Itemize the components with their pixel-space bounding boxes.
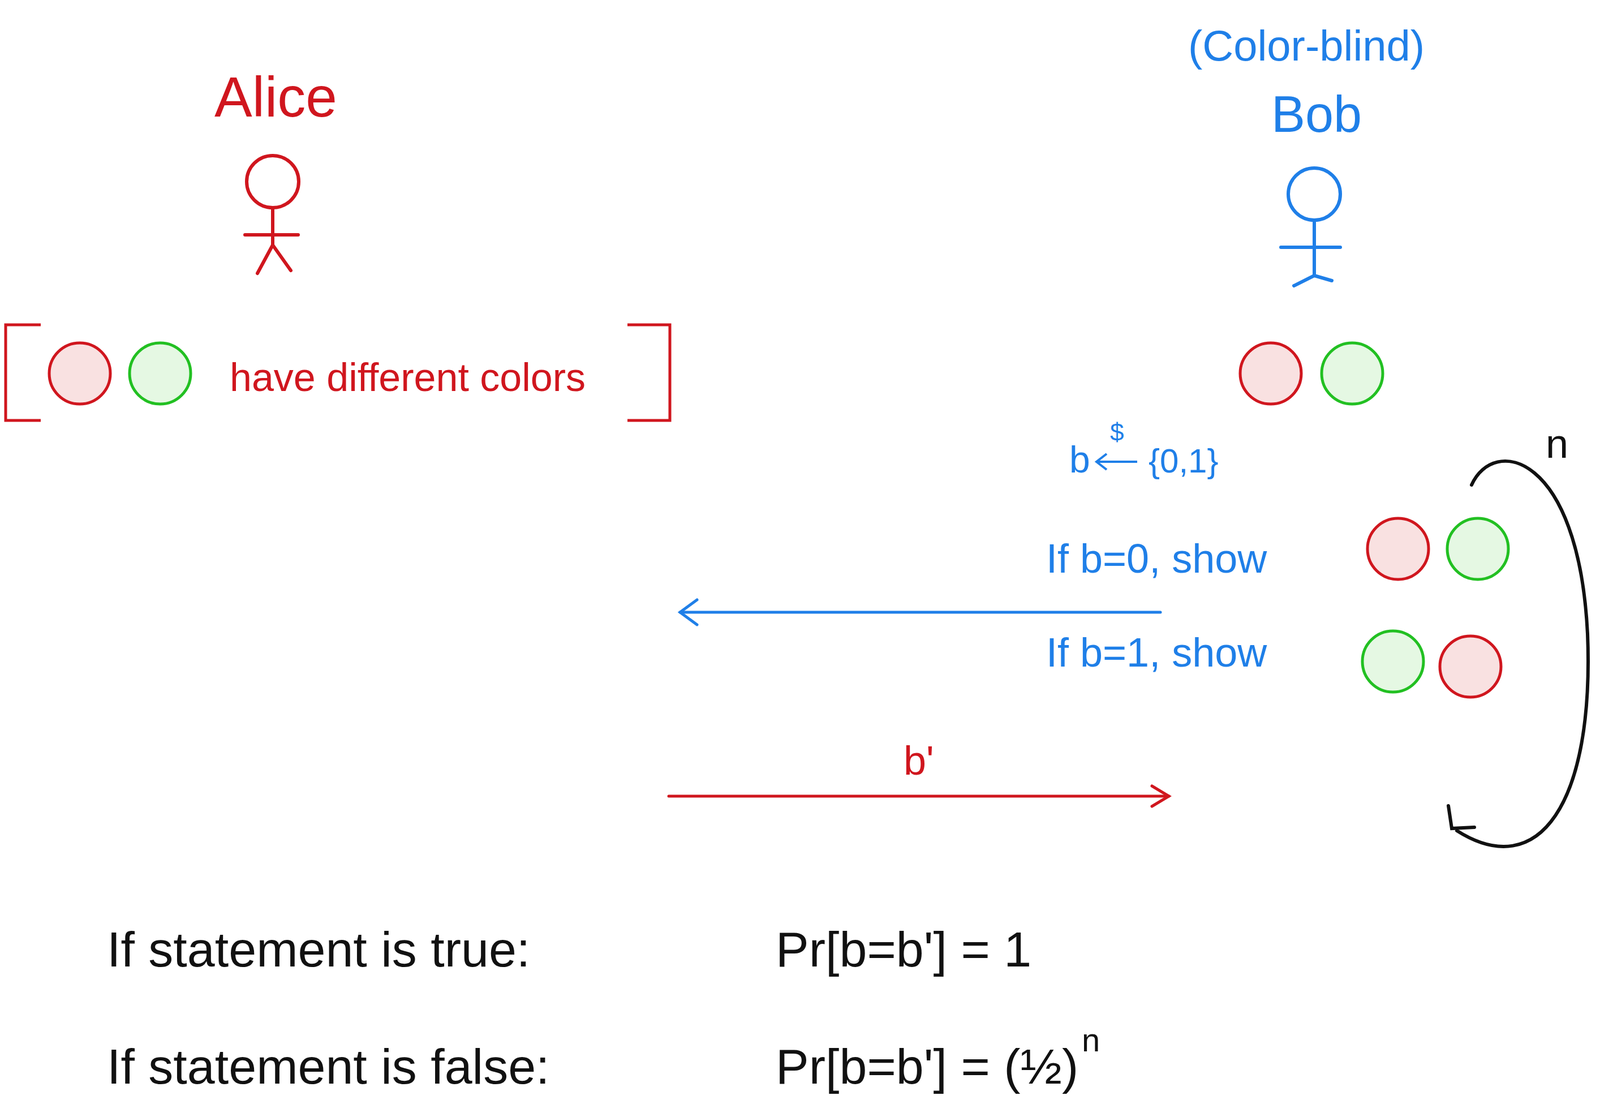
bob-figure [1280, 168, 1341, 286]
statement-text: have different colors [229, 355, 586, 400]
exponent-text: n [1081, 1021, 1100, 1058]
case-text: If statement is true: [106, 922, 531, 978]
message-label: b' [903, 738, 935, 784]
person-name: Bob [1271, 86, 1362, 143]
sample-symbol: $ [1110, 418, 1124, 446]
step-text: If b=0, show [1046, 536, 1267, 582]
sample-arrow [1096, 453, 1138, 470]
statement-bracket [5, 324, 670, 421]
probability-text: Pr[b=b'] = 1 [775, 922, 1032, 978]
person-note: (Color-blind) [1188, 22, 1425, 70]
person-name: Alice [214, 65, 338, 128]
variable-name: b [1069, 439, 1091, 481]
probability-text: Pr[b=b'] = (½) [775, 1039, 1079, 1095]
set-text: {0,1} [1148, 442, 1219, 480]
repeat-count: n [1545, 421, 1569, 467]
balls [49, 342, 1509, 698]
reply-arrow [668, 785, 1169, 807]
repeat-loop [1448, 461, 1589, 847]
case-text: If statement is false: [106, 1039, 550, 1095]
alice-figure [244, 155, 299, 274]
message-arrow [680, 599, 1161, 625]
step-text: If b=1, show [1046, 630, 1267, 675]
